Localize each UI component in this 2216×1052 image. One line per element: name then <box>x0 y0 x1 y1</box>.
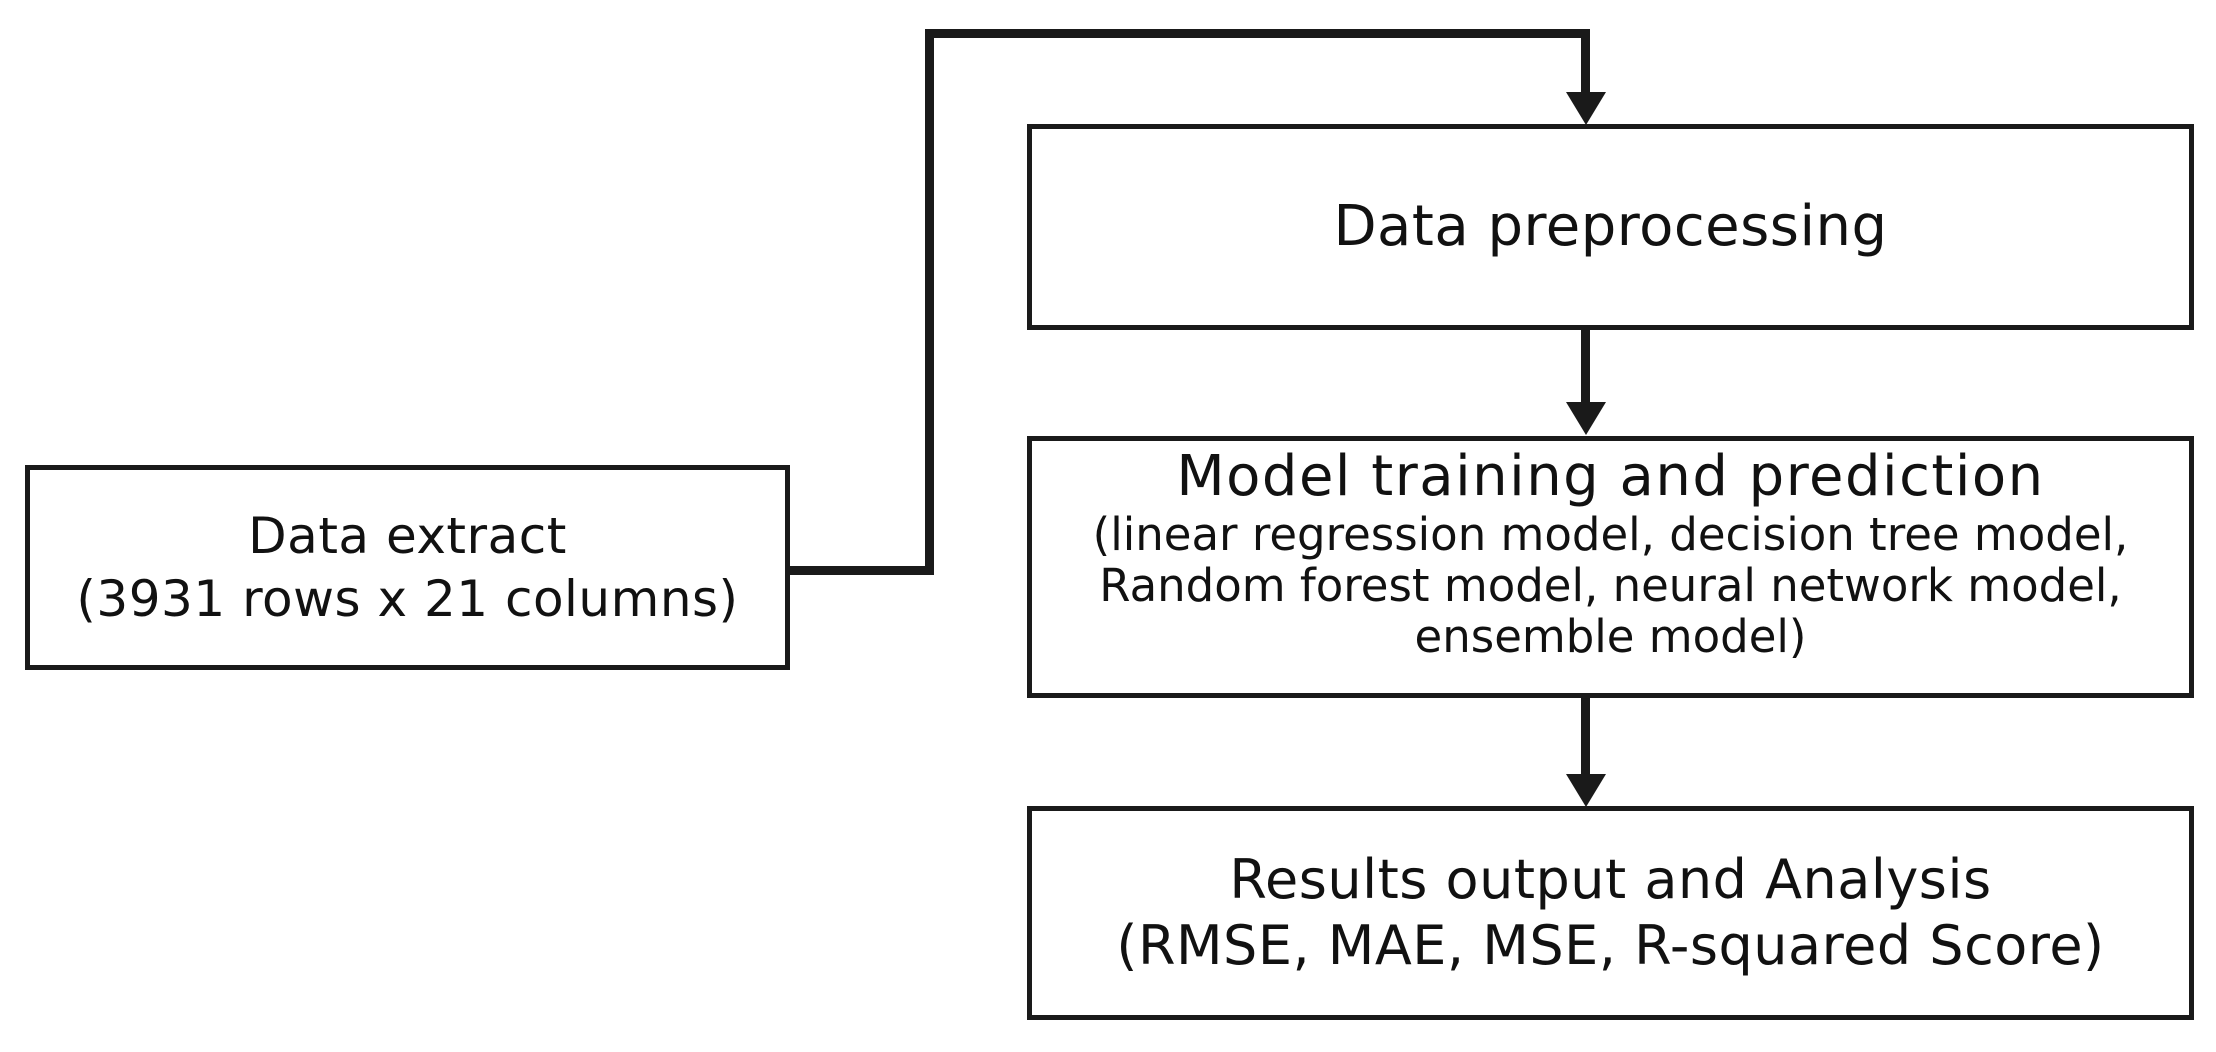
connector-descender-to-preprocessing-segment <box>1581 29 1590 95</box>
node-data-extract-title: Data extract <box>248 506 567 565</box>
arrowhead-down-icon-to-model-training <box>1566 402 1606 435</box>
connector-riser-vertical-segment <box>925 29 934 575</box>
node-results-subtitle: (RMSE, MAE, MSE, R-squared Score) <box>1116 914 2105 977</box>
arrowhead-down-icon-to-results <box>1566 774 1606 807</box>
connector-model-training-to-results <box>1581 697 1590 776</box>
node-model-training-subtitle-line-1: (linear regression model, decision tree … <box>1092 508 2129 561</box>
arrowhead-down-icon-to-preprocessing <box>1566 92 1606 125</box>
node-model-training-and-prediction[interactable]: Model training and prediction (linear re… <box>1027 436 2194 698</box>
node-model-training-subtitle-line-2: Random forest model, neural network mode… <box>1099 559 2122 612</box>
connector-preprocessing-to-model-training <box>1581 328 1590 403</box>
connector-extract-to-riser-segment <box>788 566 934 575</box>
connector-top-horizontal-segment <box>925 29 1590 38</box>
node-data-preprocessing[interactable]: Data preprocessing <box>1027 124 2194 330</box>
node-data-extract-subtitle: (3931 rows x 21 columns) <box>76 569 739 628</box>
node-results-title: Results output and Analysis <box>1229 848 1992 911</box>
node-model-training-subtitle-line-3: ensemble model) <box>1414 610 1807 663</box>
node-model-training-title: Model training and prediction <box>1176 444 2045 509</box>
node-data-preprocessing-title: Data preprocessing <box>1333 194 1888 259</box>
node-data-extract[interactable]: Data extract (3931 rows x 21 columns) <box>25 465 790 670</box>
node-results-output-and-analysis[interactable]: Results output and Analysis (RMSE, MAE, … <box>1027 806 2194 1020</box>
